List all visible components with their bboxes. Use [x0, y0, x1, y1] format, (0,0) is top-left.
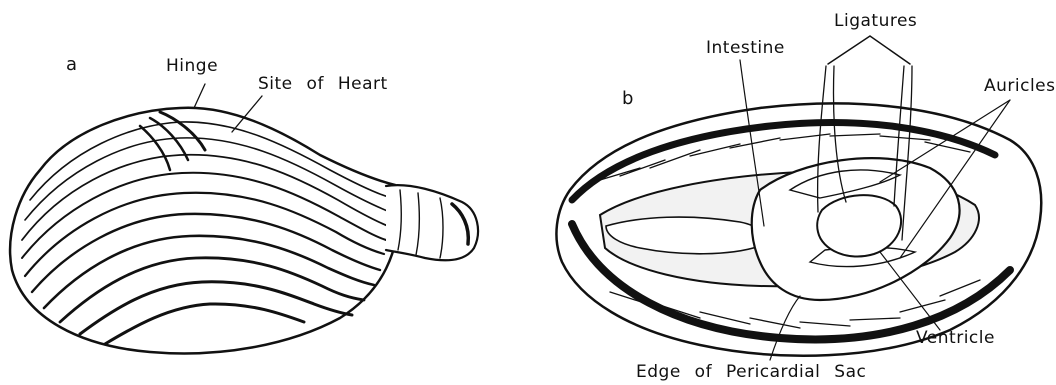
label-edge-of-pericardial-sac: Edge of Pericardial Sac	[636, 364, 866, 381]
label-auricles: Auricles	[984, 78, 1056, 95]
panel-letter-a: a	[66, 56, 78, 74]
label-intestine: Intestine	[706, 40, 785, 57]
panel-b-dissection-drawing	[556, 36, 1041, 360]
ligature-bracket	[828, 36, 910, 64]
label-site-of-heart: Site of Heart	[258, 76, 388, 93]
panel-letter-b: b	[622, 90, 634, 108]
label-ventricle: Ventricle	[916, 330, 995, 347]
label-ligatures: Ligatures	[834, 13, 917, 30]
shell-outline	[10, 108, 400, 354]
label-hinge: Hinge	[166, 58, 218, 75]
leader-hinge	[194, 84, 205, 108]
ventricle	[817, 195, 901, 256]
panel-a-shell-drawing	[10, 84, 478, 353]
